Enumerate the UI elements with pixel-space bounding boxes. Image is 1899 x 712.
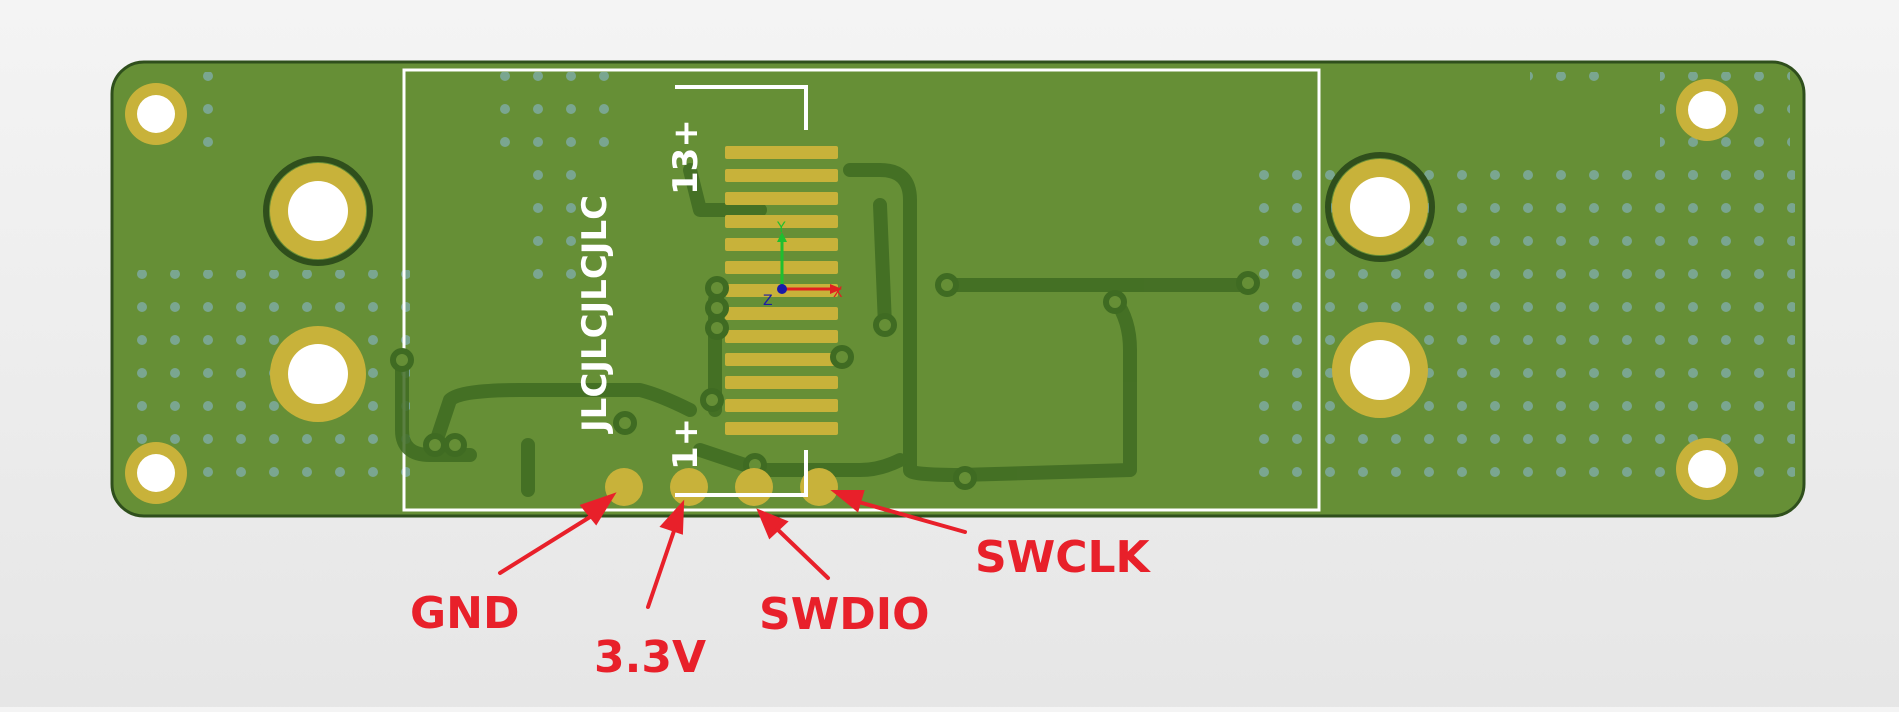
callout-arrows (498, 490, 967, 609)
callout-gnd: GND (410, 588, 519, 639)
callout-swdio: SWDIO (759, 589, 930, 640)
axis-gizmo: X Y Z (763, 220, 843, 309)
pad-swclk (800, 468, 838, 506)
silk-pin13-label: 13+ (666, 119, 706, 195)
pad-swdio (735, 468, 773, 506)
connector-pads (725, 146, 838, 435)
axis-z-label: Z (763, 293, 773, 309)
callout-swclk: SWCLK (975, 532, 1152, 583)
plated-holes-large (263, 152, 1435, 422)
pad-gnd (605, 468, 643, 506)
axis-y-label: Y (776, 220, 786, 236)
axis-x-label: X (833, 285, 843, 301)
callout-3v3: 3.3V (594, 632, 706, 683)
connector-silk (675, 85, 808, 497)
silk-jlc-text: JLCJLCJLCJLC (575, 195, 615, 434)
pad-3v3 (670, 468, 708, 506)
trace-vias (390, 271, 1260, 490)
via-field-right (1250, 72, 1795, 490)
component-outline (402, 68, 1321, 512)
mounting-holes-small (125, 79, 1738, 504)
silk-pin1-label: 1+ (666, 418, 706, 470)
